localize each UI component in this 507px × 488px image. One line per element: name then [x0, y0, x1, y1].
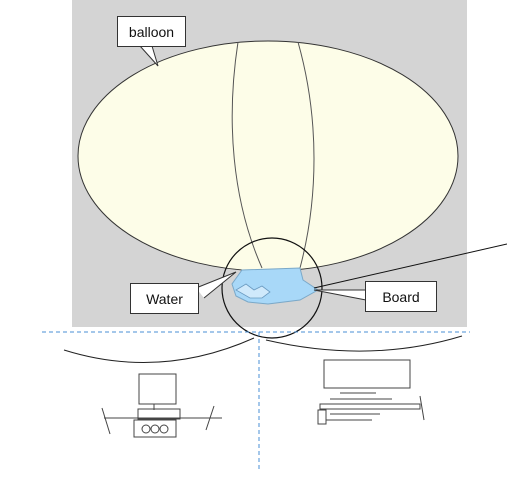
- board-detail: [235, 283, 271, 299]
- side-view-prop: [419, 395, 425, 421]
- lower-right-arc: [265, 335, 463, 352]
- front-view-prop-left: [101, 407, 111, 435]
- board-label: Board: [365, 281, 437, 312]
- front-view-prop-right: [205, 405, 215, 431]
- side-view-top-box: [323, 359, 411, 389]
- front-view-body: [133, 419, 177, 438]
- magnifier-circle: [221, 237, 323, 339]
- front-view-sketch: [101, 373, 222, 438]
- balloon-label: balloon: [117, 16, 186, 47]
- board-callout-pointer: [313, 289, 367, 301]
- front-view-top-box: [138, 373, 177, 405]
- balloon-callout-pointer: [139, 45, 159, 67]
- side-view-body: [317, 409, 327, 425]
- water-label: Water: [130, 283, 199, 314]
- balloon-envelope: [77, 40, 459, 272]
- balloon-seam-right: [297, 41, 315, 269]
- side-view-sketch: [317, 359, 425, 425]
- board-pointer-line-long: [313, 243, 507, 289]
- front-view-motor: [137, 408, 181, 420]
- lower-left-arc: [63, 337, 255, 363]
- water-callout-pointer: [195, 271, 237, 299]
- side-view-rail: [319, 403, 421, 410]
